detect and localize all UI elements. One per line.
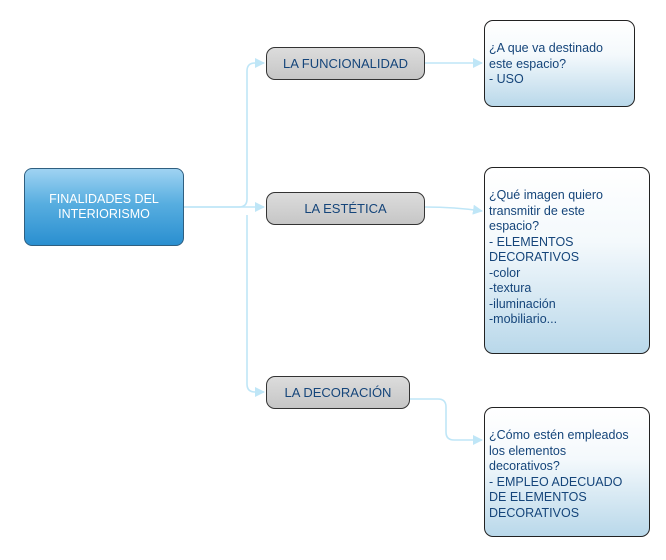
detail-funcionalidad[interactable]: ¿A que va destinado este espacio? - USO xyxy=(484,20,635,107)
branch-estetica[interactable]: LA ESTÉTICA xyxy=(266,192,425,225)
connector-root-to-decoracion xyxy=(246,215,265,397)
detail-estetica[interactable]: ¿Qué imagen quiero transmitir de este es… xyxy=(484,167,650,354)
root-node[interactable]: FINALIDADES DEL INTERIORISMO xyxy=(24,168,184,246)
detail-decoracion[interactable]: ¿Cómo estén empleados los elementos deco… xyxy=(484,407,650,537)
connector-decoracion-to-detail xyxy=(410,398,483,445)
branch-funcionalidad[interactable]: LA FUNCIONALIDAD xyxy=(266,47,425,80)
branch-decoracion[interactable]: LA DECORACIÓN xyxy=(266,376,410,409)
connector-root-to-funcionalidad xyxy=(184,58,265,208)
connector-estetica-to-detail xyxy=(424,204,483,215)
